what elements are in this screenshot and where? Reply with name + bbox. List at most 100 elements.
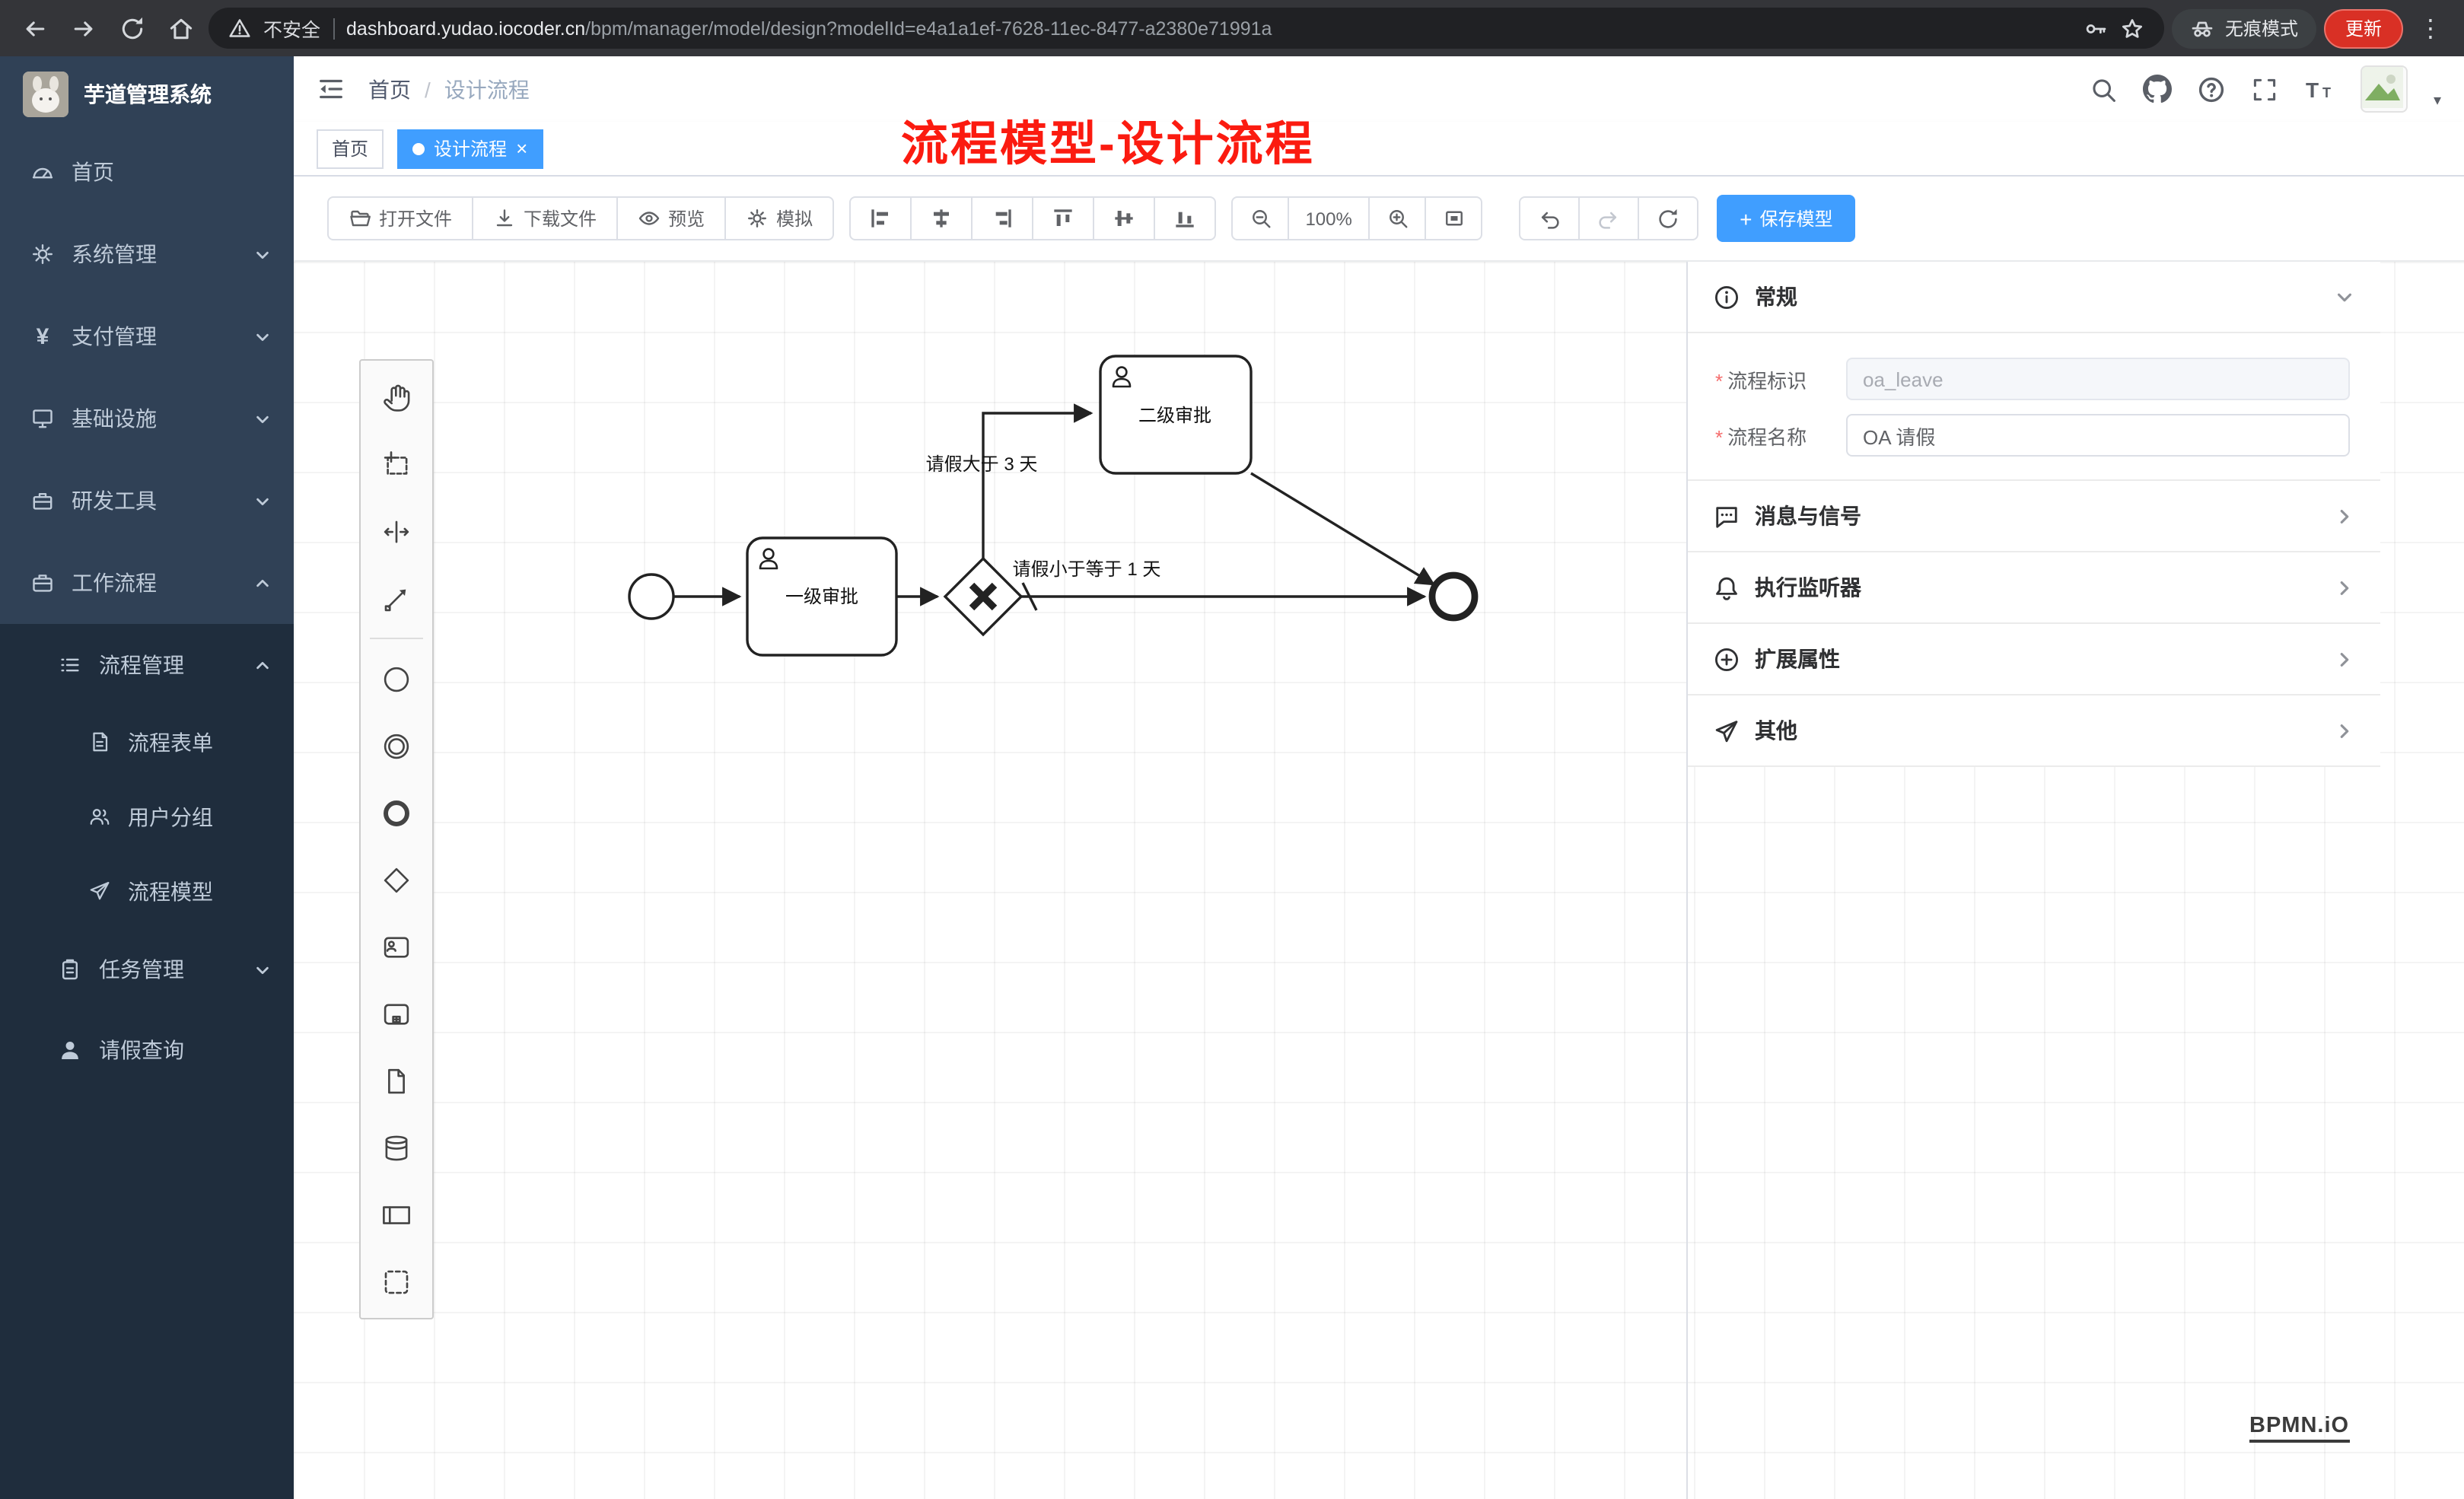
align-top-button[interactable] — [1032, 196, 1095, 240]
fullscreen-icon[interactable] — [2251, 75, 2278, 103]
palette-create-participant[interactable] — [361, 1181, 432, 1248]
palette-create-group[interactable] — [361, 1248, 432, 1315]
sidebar-item-user-group[interactable]: 用户分组 — [0, 779, 294, 854]
help-icon[interactable] — [2198, 75, 2225, 103]
preview-button[interactable]: 预览 — [616, 196, 727, 240]
bookmark-star-icon[interactable] — [2120, 16, 2144, 40]
reload-button[interactable] — [111, 8, 152, 49]
palette-create-end-event[interactable] — [361, 779, 432, 846]
plus-icon: + — [1740, 206, 1752, 231]
section-other[interactable]: 其他 — [1688, 695, 2380, 767]
section-execution-listeners[interactable]: 执行监听器 — [1688, 552, 2380, 624]
restart-button[interactable] — [1638, 196, 1699, 240]
process-key-input[interactable] — [1846, 358, 2350, 400]
sidebar-item-leave-query[interactable]: 请假查询 — [0, 1009, 294, 1090]
flow-gateway-to-task2[interactable] — [982, 403, 1094, 559]
forward-button[interactable] — [62, 8, 103, 49]
sidebar-item-home[interactable]: 首页 — [0, 131, 294, 213]
download-file-button[interactable]: 下载文件 — [472, 196, 619, 240]
browser-menu-icon[interactable]: ⋮ — [2418, 16, 2443, 42]
section-messages-signals[interactable]: 消息与信号 — [1688, 481, 2380, 552]
close-icon[interactable]: × — [516, 137, 528, 160]
url-text: dashboard.yudao.iocoder.cn/bpm/manager/m… — [346, 18, 1272, 39]
required-mark: * — [1715, 369, 1724, 392]
bpmn-end-event[interactable] — [1428, 571, 1479, 622]
sidebar-item-process-management[interactable]: 流程管理 — [0, 624, 294, 705]
app-title: 芋道管理系统 — [84, 81, 212, 106]
align-middle-button[interactable] — [1093, 196, 1156, 240]
sidebar-item-payment[interactable]: ¥ 支付管理 — [0, 295, 294, 377]
back-button[interactable] — [14, 8, 55, 49]
zoom-in-button[interactable] — [1368, 196, 1427, 240]
tab-home[interactable]: 首页 — [317, 129, 384, 168]
sidebar-item-devtools[interactable]: 研发工具 — [0, 460, 294, 542]
tab-design-process[interactable]: 设计流程 × — [397, 129, 543, 168]
app-logo[interactable]: 芋道管理系统 — [0, 56, 294, 131]
address-bar[interactable]: 不安全 dashboard.yudao.iocoder.cn/bpm/manag… — [209, 8, 2164, 49]
palette-create-start-event[interactable] — [361, 645, 432, 712]
align-center-button[interactable] — [910, 196, 973, 240]
bpmn-io-logo[interactable]: BPMN.iO — [2249, 1412, 2350, 1443]
align-bottom-button[interactable] — [1154, 196, 1217, 240]
sidebar-item-process-model[interactable]: 流程模型 — [0, 854, 294, 928]
home-button[interactable] — [160, 8, 201, 49]
task1-label: 一级审批 — [785, 587, 858, 607]
search-icon[interactable] — [2090, 75, 2117, 103]
align-right-button[interactable] — [971, 196, 1034, 240]
flow-label-gt-3-days[interactable]: 请假大于 3 天 — [926, 454, 1038, 475]
section-extended-attributes[interactable]: 扩展属性 — [1688, 624, 2380, 695]
sidebar-item-workflow[interactable]: 工作流程 — [0, 542, 294, 624]
flow-task2-to-end[interactable] — [1250, 472, 1436, 586]
palette-create-intermediate-event[interactable] — [361, 712, 432, 779]
align-right-icon — [995, 209, 1011, 228]
palette-create-data-object[interactable] — [361, 1047, 432, 1114]
bpmn-diagram[interactable]: 请假大于 3 天 请假小于等于 1 天 一级审批 — [294, 262, 2464, 1499]
section-general[interactable]: 常规 — [1688, 262, 2380, 333]
palette-global-connect-tool[interactable] — [361, 565, 432, 632]
paper-plane-icon — [90, 882, 110, 900]
chevron-down-icon — [254, 961, 271, 978]
flow-gateway-to-end[interactable] — [1021, 582, 1427, 611]
align-top-icon — [1054, 209, 1072, 226]
save-model-button[interactable]: + 保存模型 — [1717, 195, 1856, 242]
breadcrumb-home[interactable]: 首页 — [368, 77, 411, 101]
chevron-down-icon — [254, 247, 271, 263]
palette-lasso-tool[interactable] — [361, 431, 432, 498]
simulate-button[interactable]: 模拟 — [724, 196, 835, 240]
avatar-caret-icon[interactable]: ▾ — [2433, 93, 2441, 110]
align-left-button[interactable] — [849, 196, 912, 240]
password-key-icon[interactable] — [2084, 16, 2108, 40]
bpmn-canvas[interactable]: 请假大于 3 天 请假小于等于 1 天 一级审批 — [294, 262, 2464, 1499]
user-avatar[interactable] — [2360, 65, 2408, 113]
undo-button[interactable] — [1519, 196, 1581, 240]
process-name-input[interactable] — [1846, 414, 2350, 457]
zoom-out-button[interactable] — [1231, 196, 1290, 240]
palette-create-data-store[interactable] — [361, 1114, 432, 1181]
bpmn-task-first-approval[interactable]: 一级审批 — [746, 536, 898, 657]
open-file-button[interactable]: 打开文件 — [327, 196, 474, 240]
flow-label-le-1-day[interactable]: 请假小于等于 1 天 — [1013, 559, 1161, 580]
sidebar-item-system[interactable]: 系统管理 — [0, 213, 294, 295]
palette-create-user-task[interactable] — [361, 913, 432, 980]
align-button-group — [849, 196, 1217, 240]
process-name-row: *流程名称 — [1715, 414, 2350, 457]
browser-update-button[interactable]: 更新 — [2323, 8, 2403, 48]
bpmn-start-event[interactable] — [628, 573, 675, 620]
palette-create-subprocess[interactable] — [361, 980, 432, 1047]
bpmn-exclusive-gateway[interactable] — [943, 556, 1023, 637]
bpmn-palette — [359, 359, 434, 1319]
sidebar-item-task-management[interactable]: 任务管理 — [0, 928, 294, 1009]
sidebar-fold-icon[interactable] — [317, 75, 345, 103]
bpmn-task-second-approval[interactable]: 二级审批 — [1099, 355, 1253, 475]
chevron-down-icon — [254, 411, 271, 428]
github-icon[interactable] — [2142, 75, 2172, 103]
zoom-reset-button[interactable] — [1425, 196, 1483, 240]
sidebar-item-infrastructure[interactable]: 基础设施 — [0, 377, 294, 460]
palette-create-gateway[interactable] — [361, 846, 432, 913]
palette-hand-tool[interactable] — [361, 364, 432, 431]
redo-button[interactable] — [1578, 196, 1640, 240]
sidebar-item-process-form[interactable]: 流程表单 — [0, 705, 294, 779]
palette-space-tool[interactable] — [361, 498, 432, 565]
required-mark: * — [1715, 425, 1724, 448]
